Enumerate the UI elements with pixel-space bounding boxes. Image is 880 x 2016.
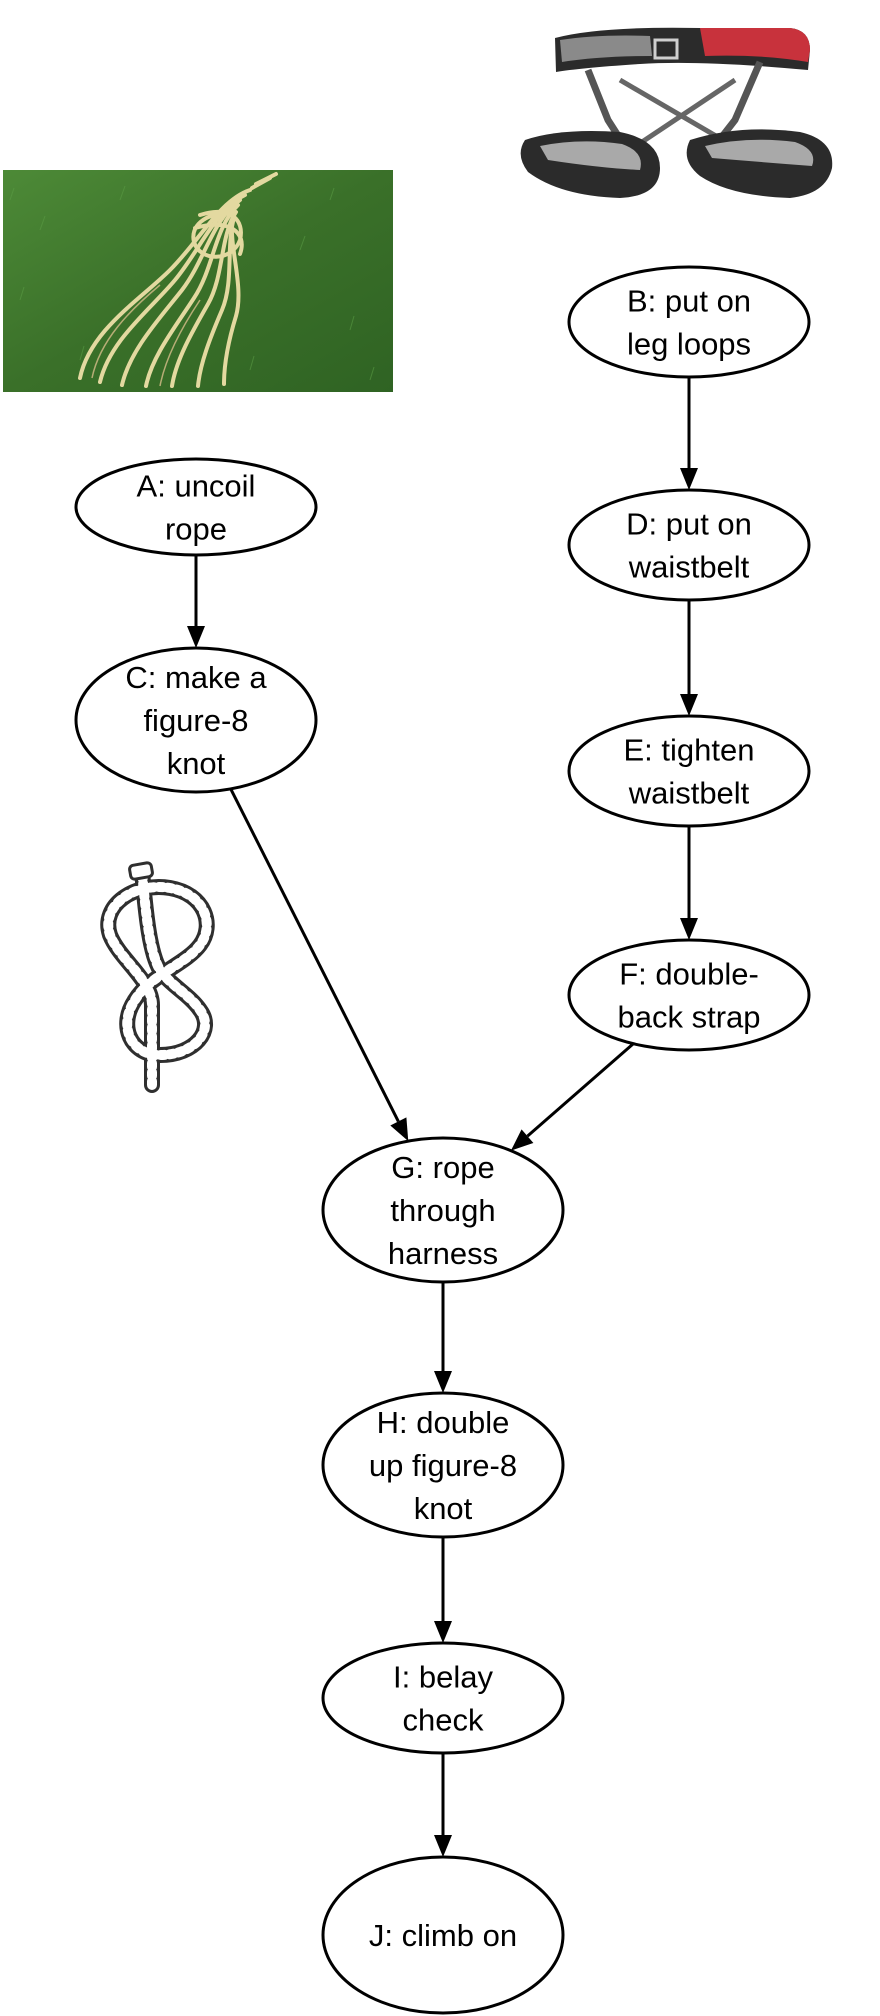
node-label-line: knot (167, 746, 226, 781)
edge-e-f (680, 826, 698, 940)
edge-a-c (187, 555, 205, 648)
edge-f-g (510, 1042, 635, 1151)
arrowhead (434, 1371, 452, 1393)
node-label-line: knot (414, 1491, 473, 1526)
arrowhead (187, 626, 205, 648)
node-label: D: put on waistbelt (626, 507, 752, 585)
node-label-line: back strap (617, 1000, 760, 1035)
node-shape (567, 488, 811, 602)
node-label-line: A: uncoil (137, 469, 256, 504)
node-label-line: E: tighten (624, 733, 755, 768)
edge-line (526, 1042, 635, 1138)
node-label-line: I: belay (393, 1660, 493, 1695)
node-label-line: figure-8 (143, 703, 248, 738)
node-h: H: double up figure-8 knot (321, 1391, 565, 1539)
edge-d-e (680, 600, 698, 716)
arrowhead (510, 1129, 534, 1151)
node-shape (321, 1136, 565, 1284)
edge-h-i (434, 1537, 452, 1643)
node-label: I: belay check (393, 1660, 493, 1738)
node-shape (321, 1855, 565, 2015)
node-label-line: D: put on (626, 507, 752, 542)
node-label-line: through (390, 1193, 495, 1228)
node-e: E: tighten waistbelt (567, 714, 811, 828)
node-label-line: waistbelt (628, 776, 750, 811)
harness-photo (520, 27, 833, 198)
node-label: C: make a figure-8 knot (125, 660, 267, 781)
node-label-line: check (403, 1703, 484, 1738)
node-f: F: double-back strap (567, 938, 811, 1052)
edge-c-g (229, 788, 409, 1142)
node-label: A: uncoil rope (137, 469, 256, 547)
edge-b-d (680, 377, 698, 490)
node-label-line: H: double (377, 1405, 510, 1440)
node-label-line: rope (165, 512, 227, 547)
node-d: D: put on waistbelt (567, 488, 811, 602)
node-g: G: rope through harness (321, 1136, 565, 1284)
nodes: A: uncoil rope B: put on leg loops C: make a… (74, 265, 811, 2015)
node-label-line: up figure-8 (369, 1448, 517, 1483)
arrowhead (434, 1835, 452, 1857)
arrowhead (680, 468, 698, 490)
node-label-line: G: rope (391, 1150, 494, 1185)
node-label-line: F: double- (619, 957, 759, 992)
node-label-line: waistbelt (628, 550, 750, 585)
edges (187, 377, 698, 1857)
node-shape (567, 714, 811, 828)
node-label: E: tighten waistbelt (624, 733, 755, 811)
figure-8-knot-drawing (100, 861, 215, 1093)
edge-line (229, 788, 400, 1123)
node-j: J: climb on (321, 1855, 565, 2015)
arrowhead (680, 918, 698, 940)
node-label-line: B: put on (627, 284, 751, 319)
arrowhead (680, 694, 698, 716)
node-i: I: belay check (321, 1641, 565, 1755)
node-shape (321, 1641, 565, 1755)
rope-coil-photo (3, 170, 393, 392)
node-label-line: leg loops (627, 327, 751, 362)
arrowhead (434, 1621, 452, 1643)
node-shape (74, 646, 318, 794)
node-label: G: rope through harness (388, 1150, 498, 1271)
node-label: F: double-back strap (617, 957, 760, 1035)
node-shape (321, 1391, 565, 1539)
node-shape (567, 938, 811, 1052)
node-label: J: climb on (369, 1918, 517, 1953)
node-shape (74, 457, 318, 557)
node-a: A: uncoil rope (74, 457, 318, 557)
node-c: C: make a figure-8 knot (74, 646, 318, 794)
edge-i-j (434, 1753, 452, 1857)
node-label-line: harness (388, 1236, 498, 1271)
node-shape (567, 265, 811, 379)
edge-g-h (434, 1282, 452, 1393)
arrowhead (390, 1117, 409, 1142)
node-label: H: double up figure-8 knot (369, 1405, 517, 1526)
node-label: B: put on leg loops (627, 284, 751, 362)
node-label-line: J: climb on (369, 1918, 517, 1953)
node-label-line: C: make a (125, 660, 267, 695)
node-b: B: put on leg loops (567, 265, 811, 379)
